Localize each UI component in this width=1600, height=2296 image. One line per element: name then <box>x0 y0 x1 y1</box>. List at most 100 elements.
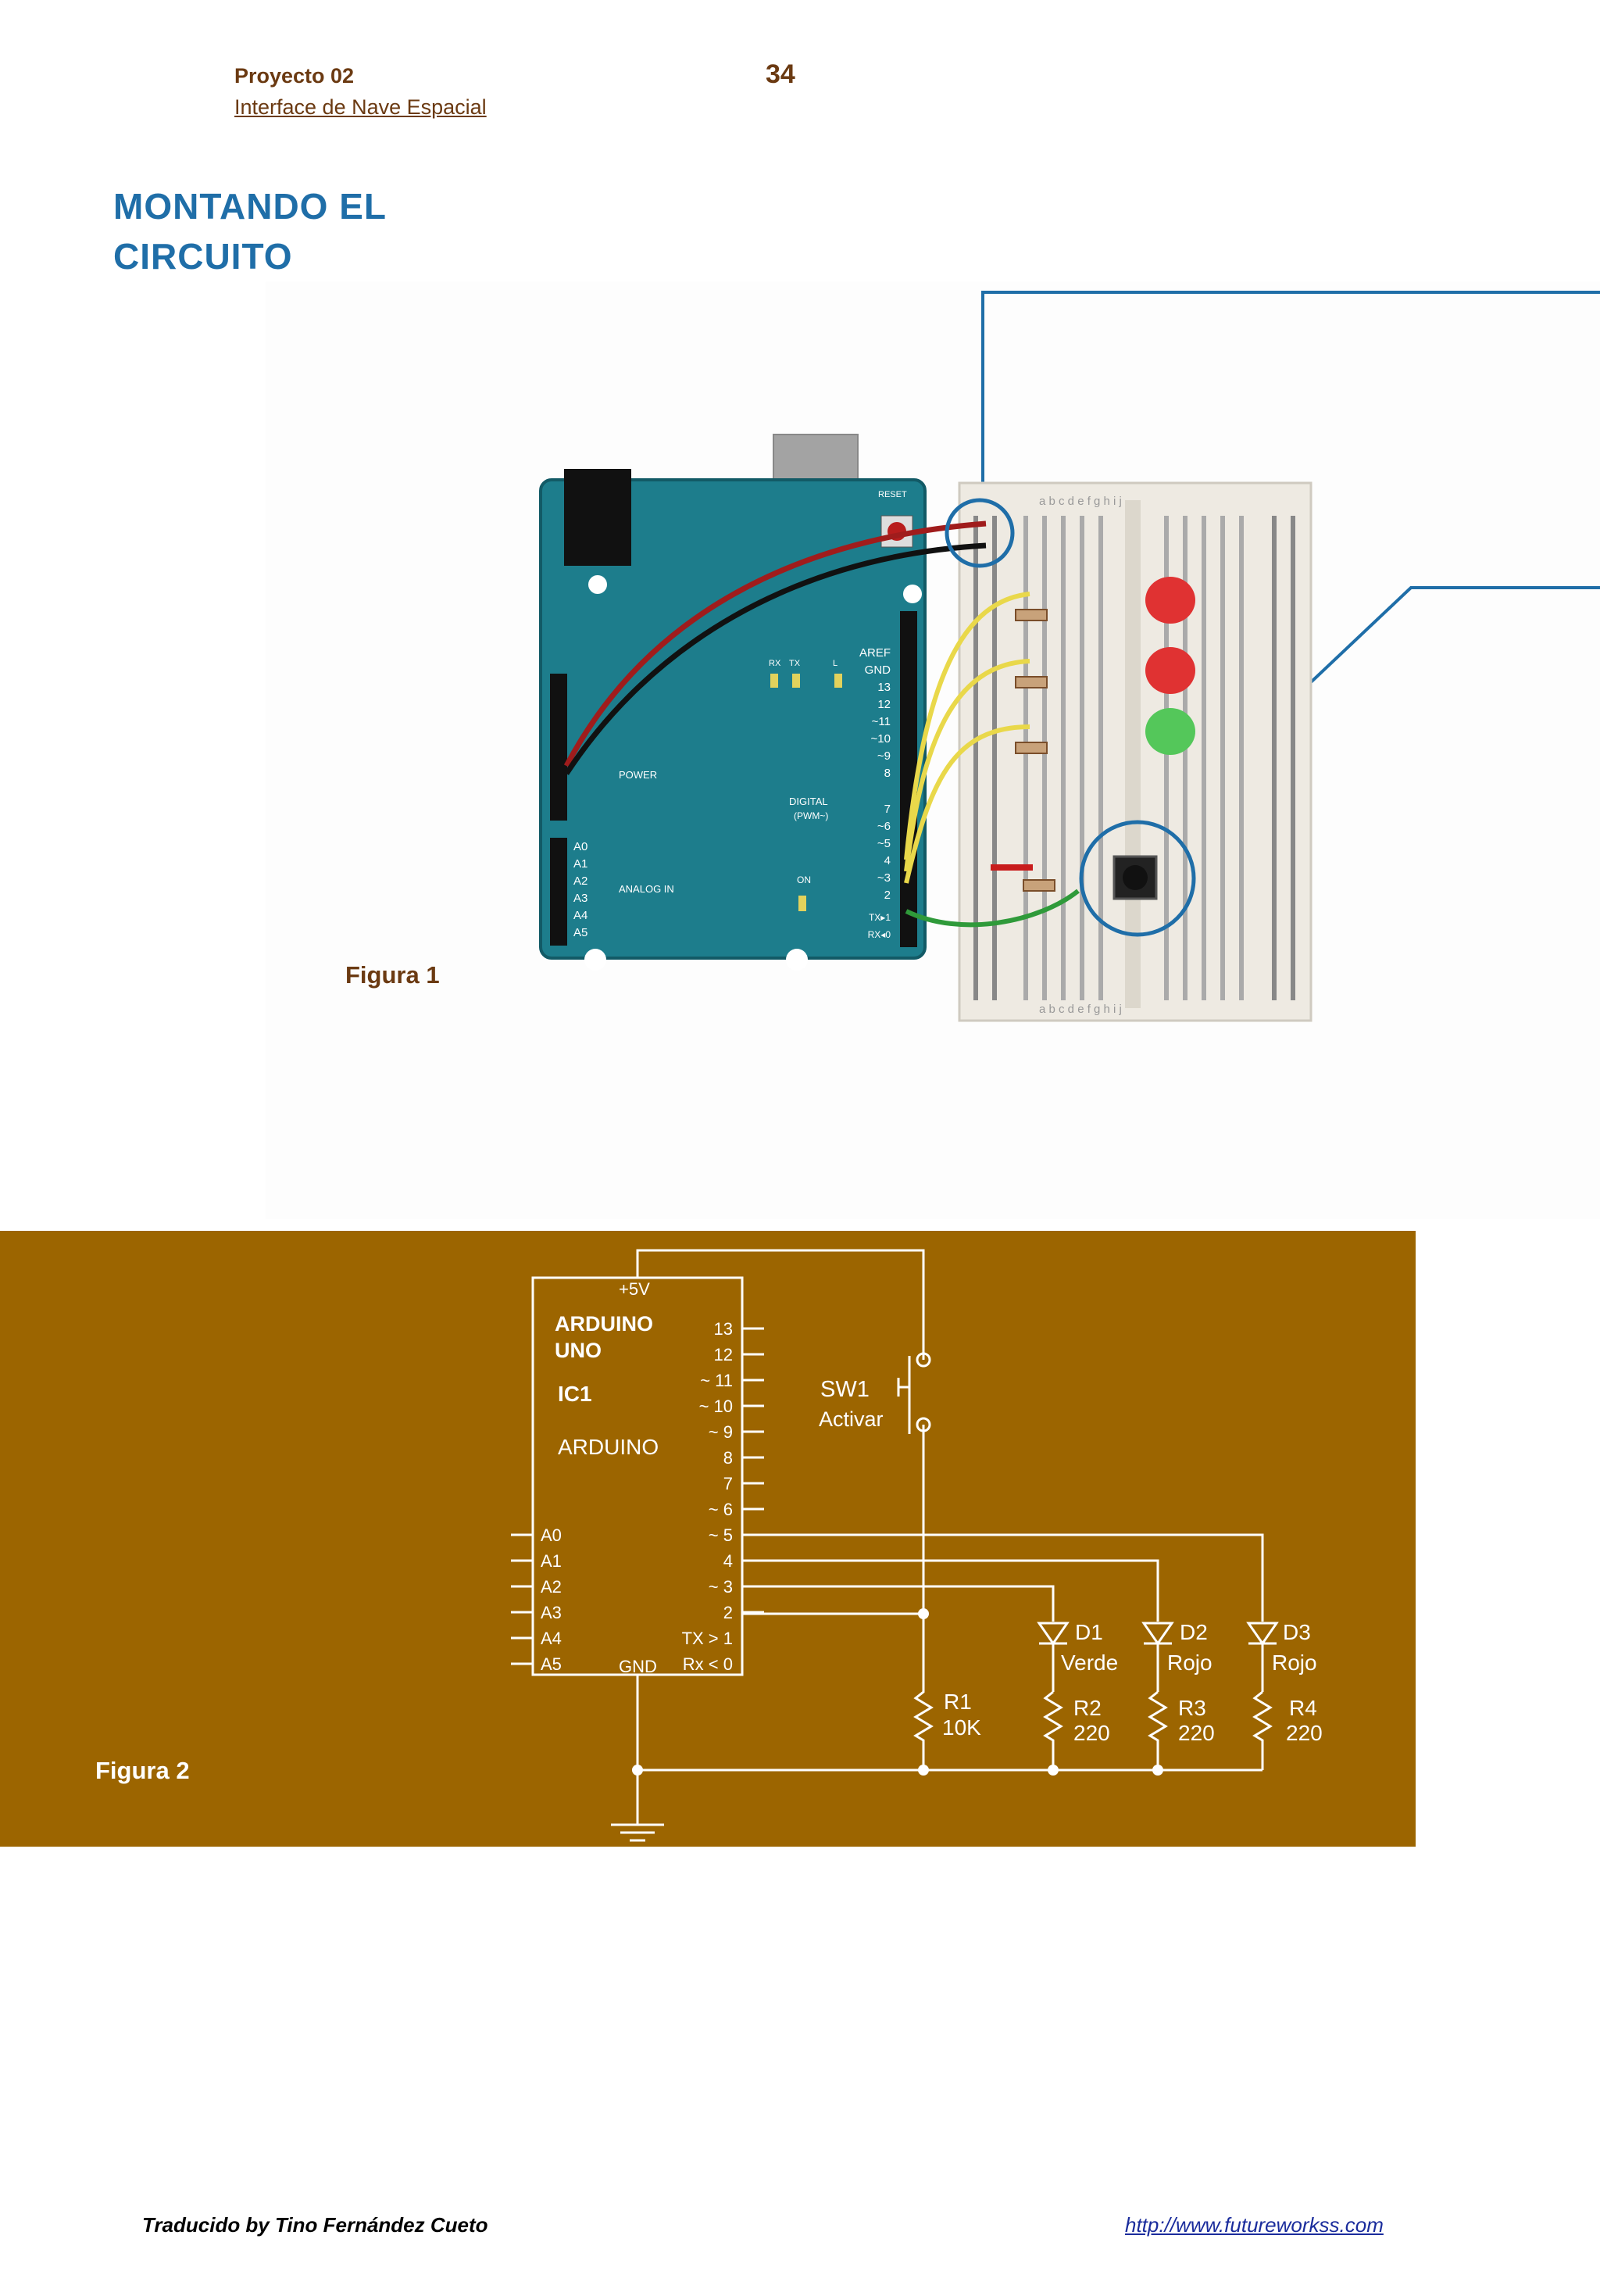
footer-url-link[interactable]: http://www.futureworkss.com <box>1125 2213 1384 2237</box>
svg-text:L: L <box>833 659 838 668</box>
svg-text:A3: A3 <box>541 1603 562 1622</box>
svg-text:A4: A4 <box>573 909 588 922</box>
ic-part: ARDUINO <box>558 1435 659 1459</box>
figure-1-illustration: RESET AREF GND 13 12 ~11 ~10 ~9 8 7 ~6 ~… <box>539 291 1600 1022</box>
svg-text:A4: A4 <box>541 1629 562 1648</box>
resistor-r3 <box>1148 1690 1168 1770</box>
figure-1-label: Figura 1 <box>345 961 440 989</box>
ic-gnd-label: GND <box>619 1657 657 1676</box>
analog-pin-labels: A0 A1 A2 A3 A4 A5 <box>573 840 588 939</box>
junction-dots <box>632 1608 1163 1776</box>
diode-d2-name: Rojo <box>1167 1650 1212 1675</box>
diode-d1-ref: D1 <box>1075 1620 1103 1644</box>
switch-terminal <box>916 1352 931 1368</box>
diode-d3-ref: D3 <box>1283 1620 1311 1644</box>
arduino-board <box>539 478 927 960</box>
svg-text:13: 13 <box>714 1319 733 1339</box>
analog-in-label: ANALOG IN <box>619 883 674 895</box>
svg-text:A1: A1 <box>541 1551 562 1571</box>
ic-vcc-label: +5V <box>619 1279 650 1299</box>
figure-2-schematic: +5V ARDUINO UNO IC1 ARDUINO GND 13 12 ~ … <box>511 1249 1323 1842</box>
pin5-wire <box>742 1533 1264 1622</box>
section-title: MONTANDO EL CIRCUITO <box>113 181 387 281</box>
resistor-r4-value: 220 <box>1286 1721 1323 1745</box>
red-led <box>1145 647 1195 694</box>
pin4-wire <box>742 1559 1159 1622</box>
black-wire <box>564 542 987 775</box>
green-led <box>1145 708 1195 755</box>
mount-hole <box>786 949 808 971</box>
svg-text:4: 4 <box>884 854 891 867</box>
ic-name-line-2: UNO <box>555 1339 602 1362</box>
svg-text:~9: ~9 <box>877 749 891 763</box>
ic-left-pins: A0 A1 A2 A3 A4 A5 <box>541 1525 562 1674</box>
resistor-r1 <box>913 1614 934 1770</box>
analog-header <box>550 838 567 946</box>
switch-name: Activar <box>819 1407 884 1431</box>
power-label: POWER <box>619 769 657 781</box>
ic-right-pins: 13 12 ~ 11 ~ 10 ~ 9 8 7 ~ 6 ~ 5 4 ~ 3 2 … <box>682 1319 733 1674</box>
breadboard-columns-bottom: a b c d e f g h i j <box>1039 1003 1122 1016</box>
svg-text:RX◂0: RX◂0 <box>868 929 891 940</box>
svg-text:~ 11: ~ 11 <box>700 1371 733 1390</box>
resistor <box>1015 609 1055 892</box>
resistor-r4-ref: R4 <box>1289 1696 1317 1720</box>
svg-text:8: 8 <box>884 767 891 780</box>
svg-text:RX: RX <box>769 659 781 668</box>
reset-label: RESET <box>878 490 907 499</box>
ic-ref: IC1 <box>558 1382 592 1406</box>
callout-circle-button <box>1079 820 1196 937</box>
svg-text:~11: ~11 <box>872 715 891 728</box>
svg-text:13: 13 <box>877 681 891 694</box>
pin3-wire <box>742 1585 1055 1622</box>
figure-2-schematic-panel <box>0 1231 1416 1847</box>
svg-text:~ 6: ~ 6 <box>709 1500 733 1519</box>
svg-text:A0: A0 <box>541 1525 562 1545</box>
figure-2-label: Figura 2 <box>95 1757 190 1784</box>
header-project: Proyecto 02 <box>234 64 355 88</box>
on-led <box>798 896 806 911</box>
svg-text:~ 3: ~ 3 <box>709 1577 733 1597</box>
section-title-line-2: CIRCUITO <box>113 236 293 277</box>
svg-text:AREF: AREF <box>859 646 891 660</box>
svg-text:A2: A2 <box>541 1577 562 1597</box>
svg-text:~3: ~3 <box>877 871 891 885</box>
resistor-r2 <box>1043 1690 1063 1770</box>
svg-text:12: 12 <box>714 1345 733 1364</box>
svg-text:12: 12 <box>877 698 891 711</box>
mount-hole <box>588 575 607 594</box>
svg-text:GND: GND <box>865 663 891 677</box>
resistor-r1-value: 10K <box>942 1715 981 1740</box>
svg-text:8: 8 <box>723 1448 733 1468</box>
svg-text:A5: A5 <box>541 1654 562 1674</box>
mount-hole <box>903 585 922 603</box>
svg-text:A0: A0 <box>573 840 588 853</box>
red-wire <box>563 520 987 767</box>
svg-text:7: 7 <box>723 1474 733 1493</box>
resistor-r1-ref: R1 <box>944 1690 972 1714</box>
svg-text:A2: A2 <box>573 874 588 888</box>
svg-text:~ 10: ~ 10 <box>699 1397 733 1416</box>
breadboard-holes <box>973 516 1295 1000</box>
power-jack <box>564 469 631 566</box>
resistor-r3-value: 220 <box>1178 1721 1215 1745</box>
resistor-r3-ref: R3 <box>1178 1696 1206 1720</box>
breadboard-columns-top: a b c d e f g h i j <box>1039 495 1122 508</box>
header-subtitle[interactable]: Interface de Nave Espacial <box>234 95 487 119</box>
svg-text:~6: ~6 <box>877 820 891 833</box>
mount-hole <box>584 949 606 971</box>
resistor-r2-ref: R2 <box>1073 1696 1102 1720</box>
svg-text:A3: A3 <box>573 892 588 905</box>
green-wire <box>905 889 1080 928</box>
board-status-leds: RX TX L <box>769 659 842 688</box>
pushbutton-cap <box>1123 865 1148 890</box>
svg-text:Rx < 0: Rx < 0 <box>683 1654 733 1674</box>
diode-d2-ref: D2 <box>1180 1620 1208 1644</box>
section-title-line-1: MONTANDO EL <box>113 186 388 227</box>
yellow-wire <box>904 592 1030 860</box>
resistor-r4 <box>1252 1690 1273 1770</box>
resistor-r2-value: 220 <box>1073 1721 1110 1745</box>
red-led <box>1145 577 1195 624</box>
red-jumper <box>991 864 1033 871</box>
yellow-wire <box>904 724 1030 884</box>
